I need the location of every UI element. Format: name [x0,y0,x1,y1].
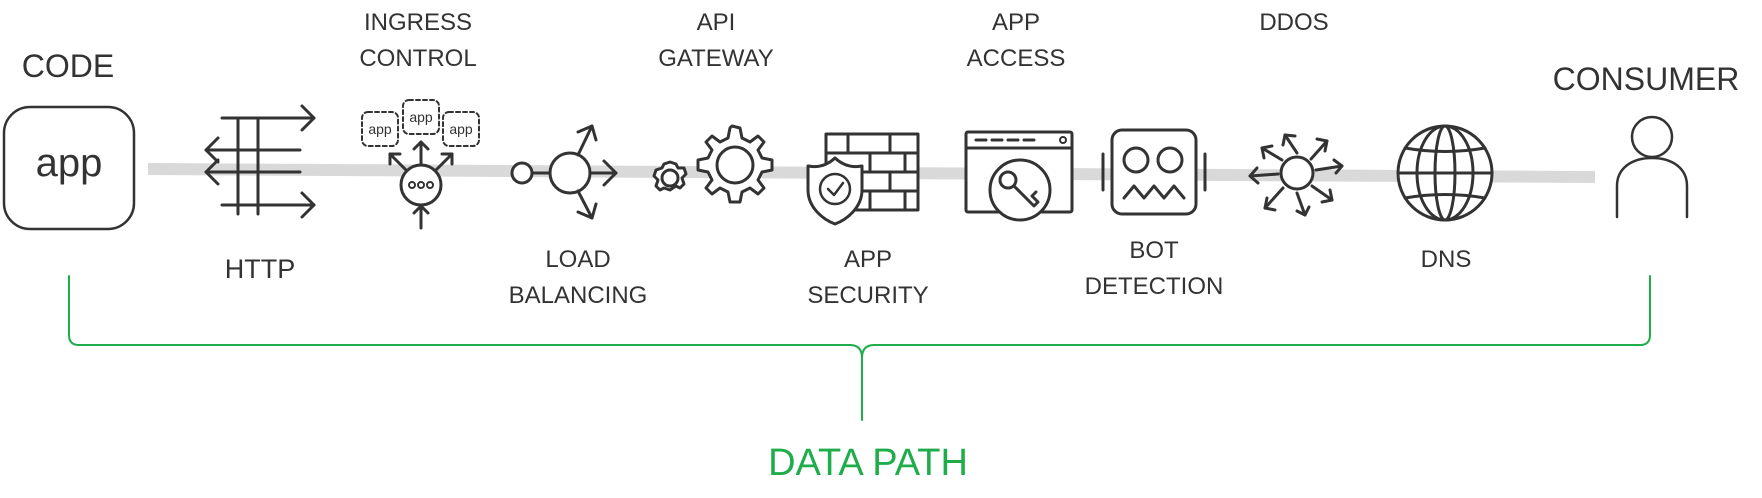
load-balancer-icon [510,124,618,220]
http-arrows-icon [204,104,316,219]
code-label: CODE [21,48,115,84]
app-security-label: APP SECURITY [807,246,929,309]
ingress-app-label-3: app [449,121,473,137]
ddos-burst-icon [1248,133,1344,217]
key-window-icon [964,130,1074,222]
http-label: HTTP [224,254,296,284]
ingress-app-label-1: app [368,121,392,137]
api-gateway-label: API GATEWAY [658,9,774,72]
bot-face-icon [1101,128,1207,216]
globe-icon [1396,124,1494,222]
ingress-control-label: INGRESS CONTROL [359,9,477,72]
app-box-icon: app [2,105,136,231]
consumer-label: CONSUMER [1552,61,1740,97]
data-path-label: DATA PATH [768,442,968,484]
shield-firewall-icon [806,132,920,226]
data-path-bracket [68,275,1651,421]
app-box-label: app [36,141,103,185]
dns-label: DNS [1420,246,1472,273]
bot-detection-label: BOT DETECTION [1084,237,1224,300]
app-access-label: APP ACCESS [966,9,1066,72]
load-balancing-label: LOAD BALANCING [508,246,648,309]
user-icon [1615,115,1689,219]
gears-icon [652,124,774,204]
ingress-app-label-2: app [409,109,433,125]
ddos-label: DDOS [1259,9,1329,36]
ingress-control-icon: app app app [361,99,480,230]
